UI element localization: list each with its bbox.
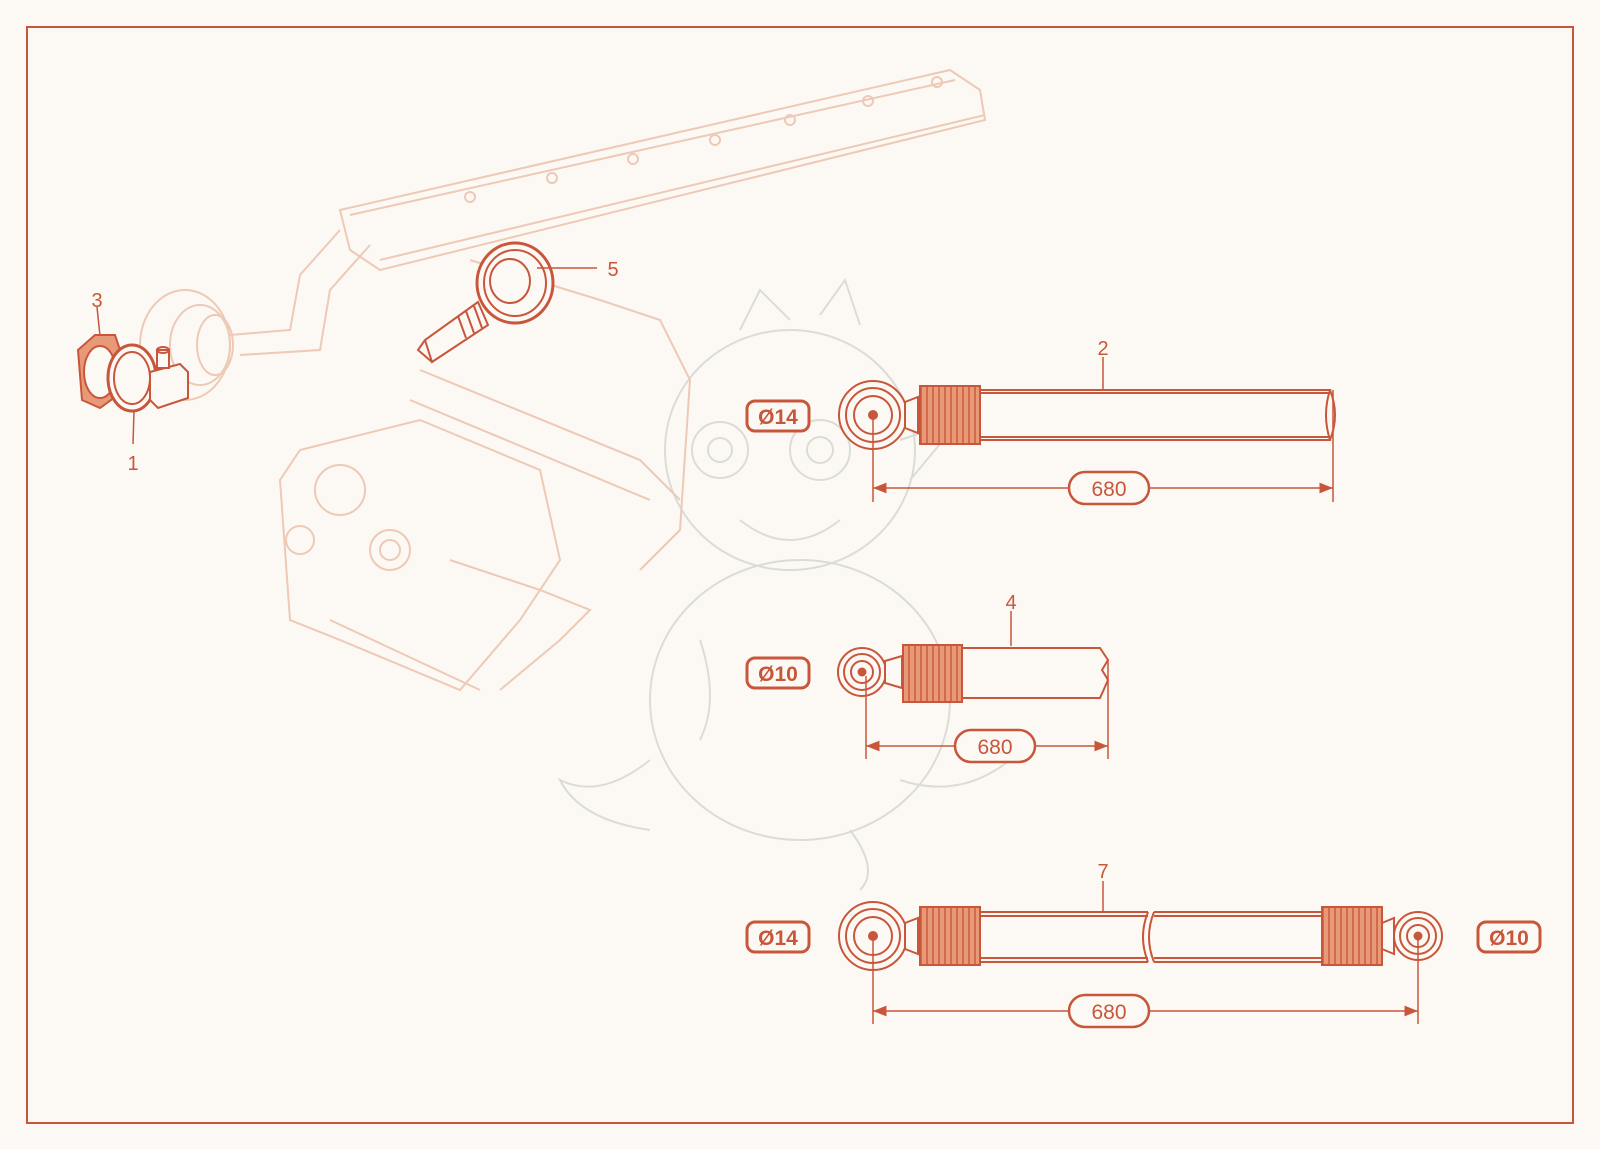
rod-7 [838, 901, 1443, 971]
callout-3: 3 [91, 290, 102, 312]
callout-2: 2 [1097, 338, 1108, 360]
dimension-rod-2: 680 [1091, 478, 1126, 501]
diameter-rod-7-right: Ø10 [1489, 927, 1529, 950]
diameter-rod-2-left: Ø14 [758, 406, 798, 429]
rod-2 [838, 380, 1336, 450]
assembly-ghost [139, 68, 987, 692]
dragon-watermark [557, 277, 1011, 891]
rod-4 [837, 644, 1110, 703]
part-clamp [76, 334, 189, 413]
callout-leaders [96, 267, 1104, 912]
dimension-pill-rod-2 [1067, 470, 1151, 506]
dimension-rod-7: 680 [1091, 1001, 1126, 1024]
dimension-pill-rod-4 [953, 728, 1037, 764]
badge-rod-4-left [745, 656, 811, 690]
dimension-pill-rod-7 [1067, 993, 1151, 1029]
sheet-border [26, 26, 1574, 1124]
callout-5: 5 [607, 259, 618, 281]
callout-4: 4 [1005, 592, 1016, 614]
badge-rod-2-left [745, 399, 811, 433]
badge-rod-7-left [745, 920, 811, 954]
dimension-rod-4: 680 [977, 736, 1012, 759]
badge-rod-7-right [1476, 920, 1542, 954]
part-banjo-fitting [416, 241, 555, 364]
diameter-rod-7-left: Ø14 [758, 927, 798, 950]
callout-7: 7 [1097, 861, 1108, 883]
callout-1: 1 [127, 453, 138, 475]
diameter-rod-4-left: Ø10 [758, 663, 798, 686]
